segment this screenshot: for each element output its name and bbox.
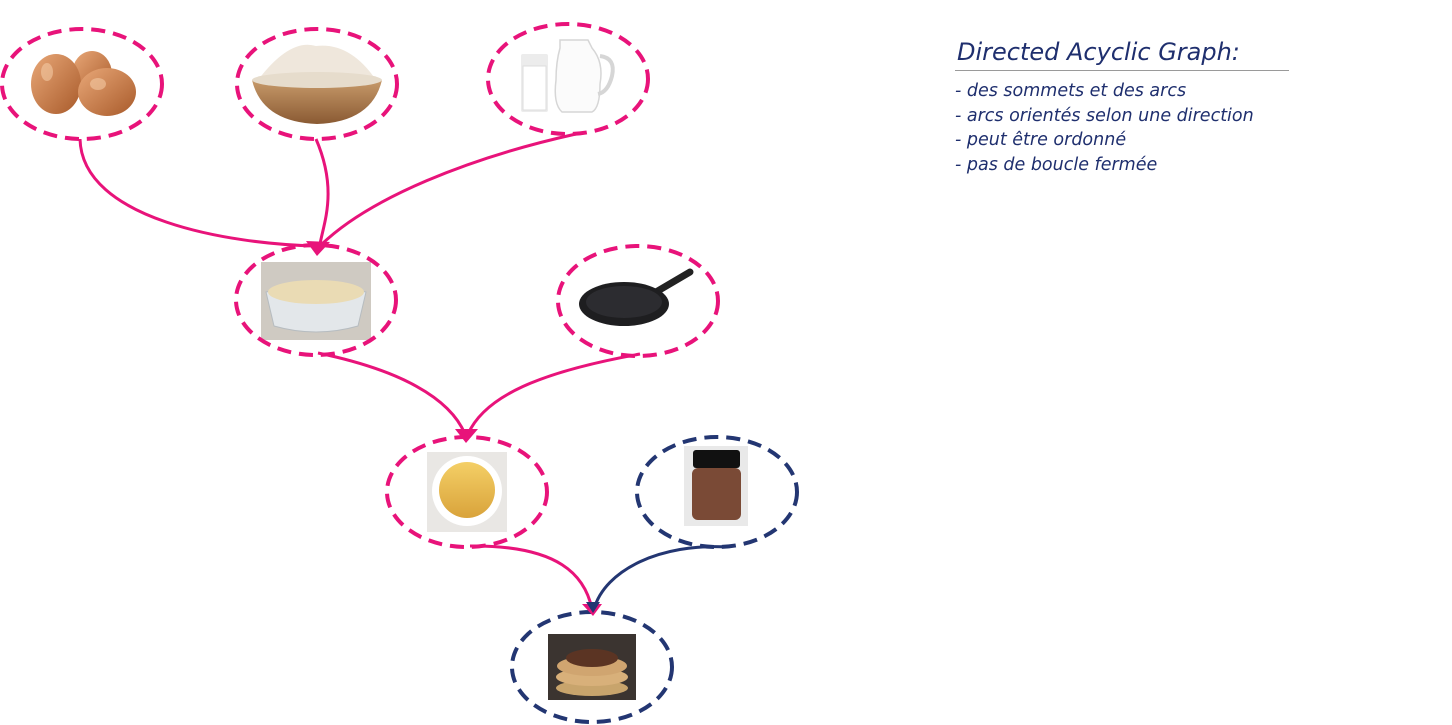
legend-panel: Directed Acyclic Graph: - des sommets et…	[955, 38, 1295, 177]
edge-oeufs-pate	[78, 138, 317, 248]
edge-lait-pate	[320, 132, 577, 246]
legend-list: - des sommets et des arcs - arcs orienté…	[955, 79, 1295, 177]
node-farine	[235, 27, 399, 141]
edge-tartiner-garnies	[592, 545, 729, 610]
edge-pate-crepes	[317, 351, 467, 435]
crepe-stack-icon	[427, 452, 507, 532]
legend-title: Directed Acyclic Graph:	[955, 38, 1289, 71]
arrowhead-crepes-garnies-navy	[586, 602, 600, 613]
batter-bowl-icon	[261, 262, 371, 340]
node-lait	[486, 22, 650, 136]
legend-item: - des sommets et des arcs	[955, 81, 1187, 101]
flour-bowl-icon	[252, 44, 382, 124]
legend-item: - peut être ordonné	[955, 130, 1127, 150]
legend-item: - arcs orientés selon une direction	[955, 105, 1254, 126]
arrowhead-pate	[306, 241, 330, 256]
node-poele	[556, 244, 720, 358]
topped-crepes-icon	[548, 634, 636, 700]
spread-jar-icon	[684, 446, 748, 526]
eggs-icon	[31, 51, 136, 116]
crepe-pan-icon	[579, 268, 694, 326]
legend-item: - pas de boucle fermée	[955, 154, 1158, 175]
milk-jug-icon	[521, 39, 615, 113]
node-pate-a-tartiner	[635, 435, 799, 549]
edge-farine-pate	[314, 138, 330, 245]
arrowhead-crepes	[455, 429, 478, 443]
node-oeufs	[0, 27, 164, 141]
edge-poele-crepes	[466, 352, 641, 435]
edge-crepes-garnies	[469, 544, 594, 610]
